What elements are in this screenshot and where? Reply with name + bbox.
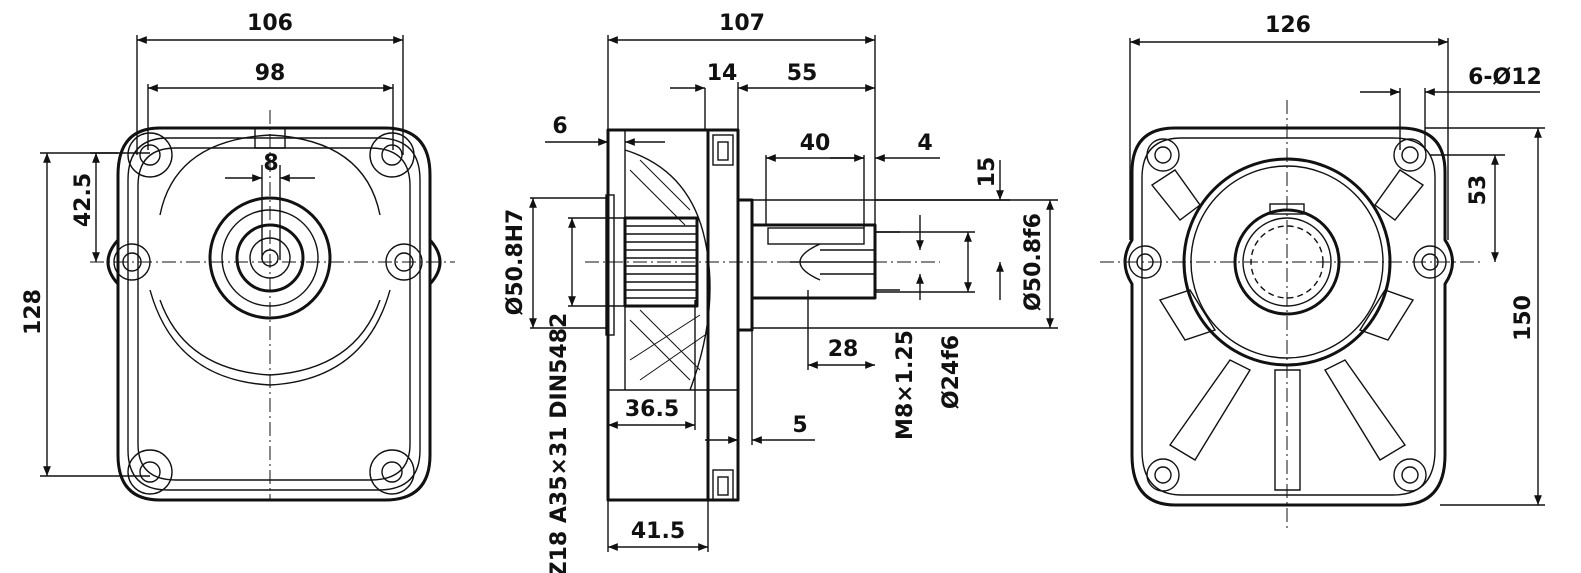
side-key-height: 15	[975, 157, 1000, 188]
side-overall-length: 107	[719, 11, 765, 36]
side-thread: M8×1.25	[893, 330, 918, 440]
rear-holes: 6-Ø12	[1468, 65, 1542, 90]
side-body-length: 41.5	[631, 519, 685, 544]
side-key-length: 40	[800, 131, 831, 156]
rear-height: 150	[1511, 295, 1536, 341]
side-spline-spec: Z18 A35×31 DIN5482	[547, 313, 572, 573]
rear-hole-offset: 53	[1466, 175, 1491, 206]
rear-overall-width: 126	[1265, 13, 1311, 38]
front-center-offset: 42.5	[71, 173, 96, 227]
front-overall-width: 106	[247, 11, 293, 36]
side-shaft-end-offset: 4	[917, 131, 932, 156]
front-hole-spacing: 98	[255, 61, 286, 86]
front-height: 128	[21, 289, 46, 335]
side-step-length: 6	[552, 114, 567, 139]
rear-view: 126 6-Ø12 150 53	[1100, 13, 1545, 530]
side-shaft-step: 5	[792, 413, 807, 438]
side-pilot-dia: Ø50.8f6	[1021, 213, 1046, 311]
side-view: 107 14 55 6 40 4 15 Ø50.8f6 28 M8×1.25	[503, 11, 1058, 573]
side-thread-depth: 28	[828, 337, 859, 362]
side-shaft-dia: Ø24f6	[939, 335, 964, 409]
front-view: 106 98 8 128 42.5	[21, 11, 455, 502]
front-slot-width: 8	[263, 151, 278, 176]
side-bore-dia: Ø50.8H7	[503, 209, 528, 316]
side-shaft-length: 55	[787, 61, 818, 86]
side-flange-thickness: 14	[707, 61, 738, 86]
side-pilot-length: 36.5	[625, 397, 679, 422]
